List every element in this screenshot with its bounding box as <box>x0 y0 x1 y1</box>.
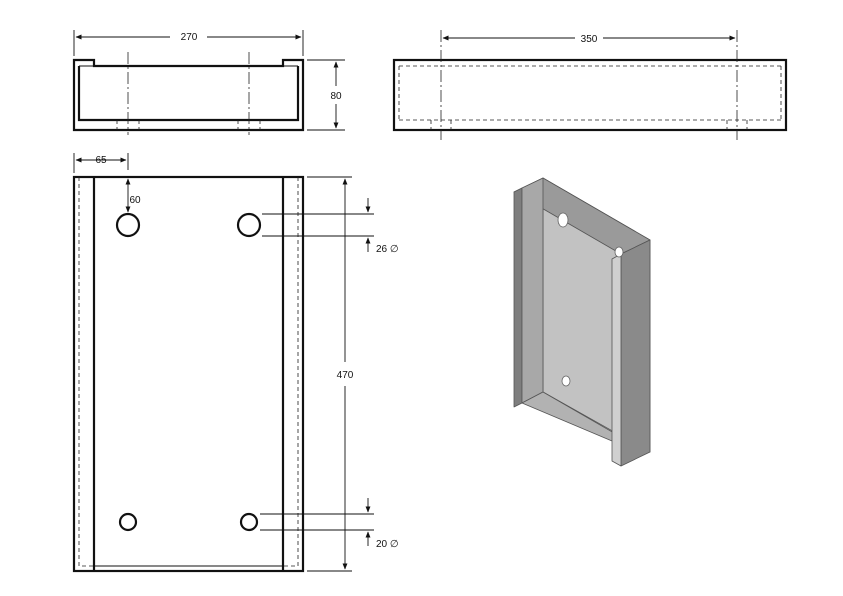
left-flange-face <box>521 177 544 404</box>
dim-height: 80 <box>330 91 342 102</box>
large-hole <box>236 212 262 238</box>
dim-small-hole: 20 ∅ <box>376 539 399 550</box>
front-view: 270 80 <box>72 30 345 135</box>
isometric-view <box>513 177 651 467</box>
top-view: 65 60 470 26 ∅ 20 ∅ <box>72 153 399 573</box>
dim-total-height: 470 <box>337 370 354 381</box>
small-hole <box>118 512 138 532</box>
large-hole <box>115 212 141 238</box>
dim-large-hole: 26 ∅ <box>376 244 399 255</box>
dim-length: 350 <box>581 34 598 45</box>
dim-width: 270 <box>181 32 198 43</box>
iso-hole <box>614 246 624 258</box>
front-edge <box>611 253 622 467</box>
dim-edge-offset: 65 <box>95 155 107 166</box>
left-flange <box>513 187 523 408</box>
dim-top-offset: 60 <box>129 195 141 206</box>
right-flange <box>620 239 651 467</box>
iso-hole <box>557 212 569 228</box>
side-view: 350 <box>392 30 788 140</box>
small-hole <box>239 512 259 532</box>
iso-hole <box>561 375 571 387</box>
